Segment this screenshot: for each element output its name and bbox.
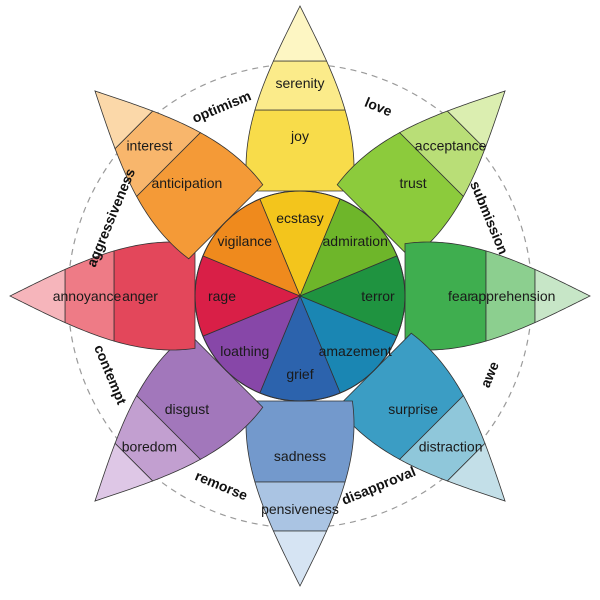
petal-disgust-tip-band	[94, 442, 154, 502]
petal-anticipation	[94, 90, 264, 260]
dyad-label-contempt: contempt	[91, 342, 130, 407]
emotion-label-pensiveness: pensiveness	[261, 501, 339, 517]
emotion-label-apprehension: apprehension	[471, 288, 556, 304]
emotion-label-disgust: disgust	[165, 401, 209, 417]
dyad-label-awe: awe	[477, 359, 502, 390]
emotion-labels: ecstasy joy serenity admiration trust accepta…	[53, 75, 556, 517]
emotion-label-acceptance: acceptance	[415, 137, 487, 153]
emotion-label-grief: grief	[286, 366, 313, 382]
petal-fear-tip-band	[534, 268, 591, 324]
emotion-label-distraction: distraction	[419, 439, 483, 455]
dyad-label-love: love	[362, 94, 394, 120]
emotion-label-amazement: amazement	[319, 343, 392, 359]
emotion-label-anticipation: anticipation	[151, 175, 222, 191]
emotion-label-terror: terror	[361, 288, 395, 304]
emotion-label-anger: anger	[122, 288, 158, 304]
emotion-label-boredom: boredom	[122, 439, 177, 455]
emotion-label-ecstasy: ecstasy	[276, 210, 323, 226]
petals	[9, 5, 591, 587]
emotion-label-loathing: loathing	[220, 343, 269, 359]
petal-trust	[336, 90, 506, 260]
dyad-label-submission: submission	[467, 179, 512, 257]
emotion-label-annoyance: annoyance	[53, 288, 122, 304]
petal-anger	[9, 241, 196, 351]
dyad-label-optimism: optimism	[190, 87, 254, 126]
emotion-label-interest: interest	[126, 137, 172, 153]
petal-joy	[245, 5, 355, 192]
petal-surprise	[336, 332, 506, 502]
emotion-label-rage: rage	[208, 288, 236, 304]
petal-sadness	[245, 400, 355, 587]
petal-anticipation-tip-band	[94, 90, 154, 150]
emotion-label-joy: joy	[290, 128, 309, 144]
petal-sadness-tip-band	[272, 530, 328, 587]
emotion-label-admiration: admiration	[323, 233, 388, 249]
dyad-label-disapproval: disapproval	[339, 463, 418, 508]
dyad-label-remorse: remorse	[193, 467, 250, 503]
petal-fear	[404, 241, 591, 351]
petal-trust-tip-band	[446, 90, 506, 150]
petal-disgust	[94, 332, 264, 502]
petal-joy-mid-band	[245, 109, 355, 192]
petal-joy-tip-band	[272, 5, 328, 62]
petal-anger-tip-band	[9, 268, 66, 324]
inner-circle-outline	[194, 190, 406, 402]
emotion-label-trust: trust	[399, 175, 426, 191]
emotion-label-vigilance: vigilance	[218, 233, 273, 249]
petal-surprise-tip-band	[446, 442, 506, 502]
emotion-label-sadness: sadness	[274, 448, 326, 464]
emotion-label-serenity: serenity	[275, 75, 324, 91]
emotion-label-fear: fear	[448, 288, 472, 304]
emotion-label-surprise: surprise	[388, 401, 438, 417]
petal-sadness-mid-band	[245, 400, 355, 483]
